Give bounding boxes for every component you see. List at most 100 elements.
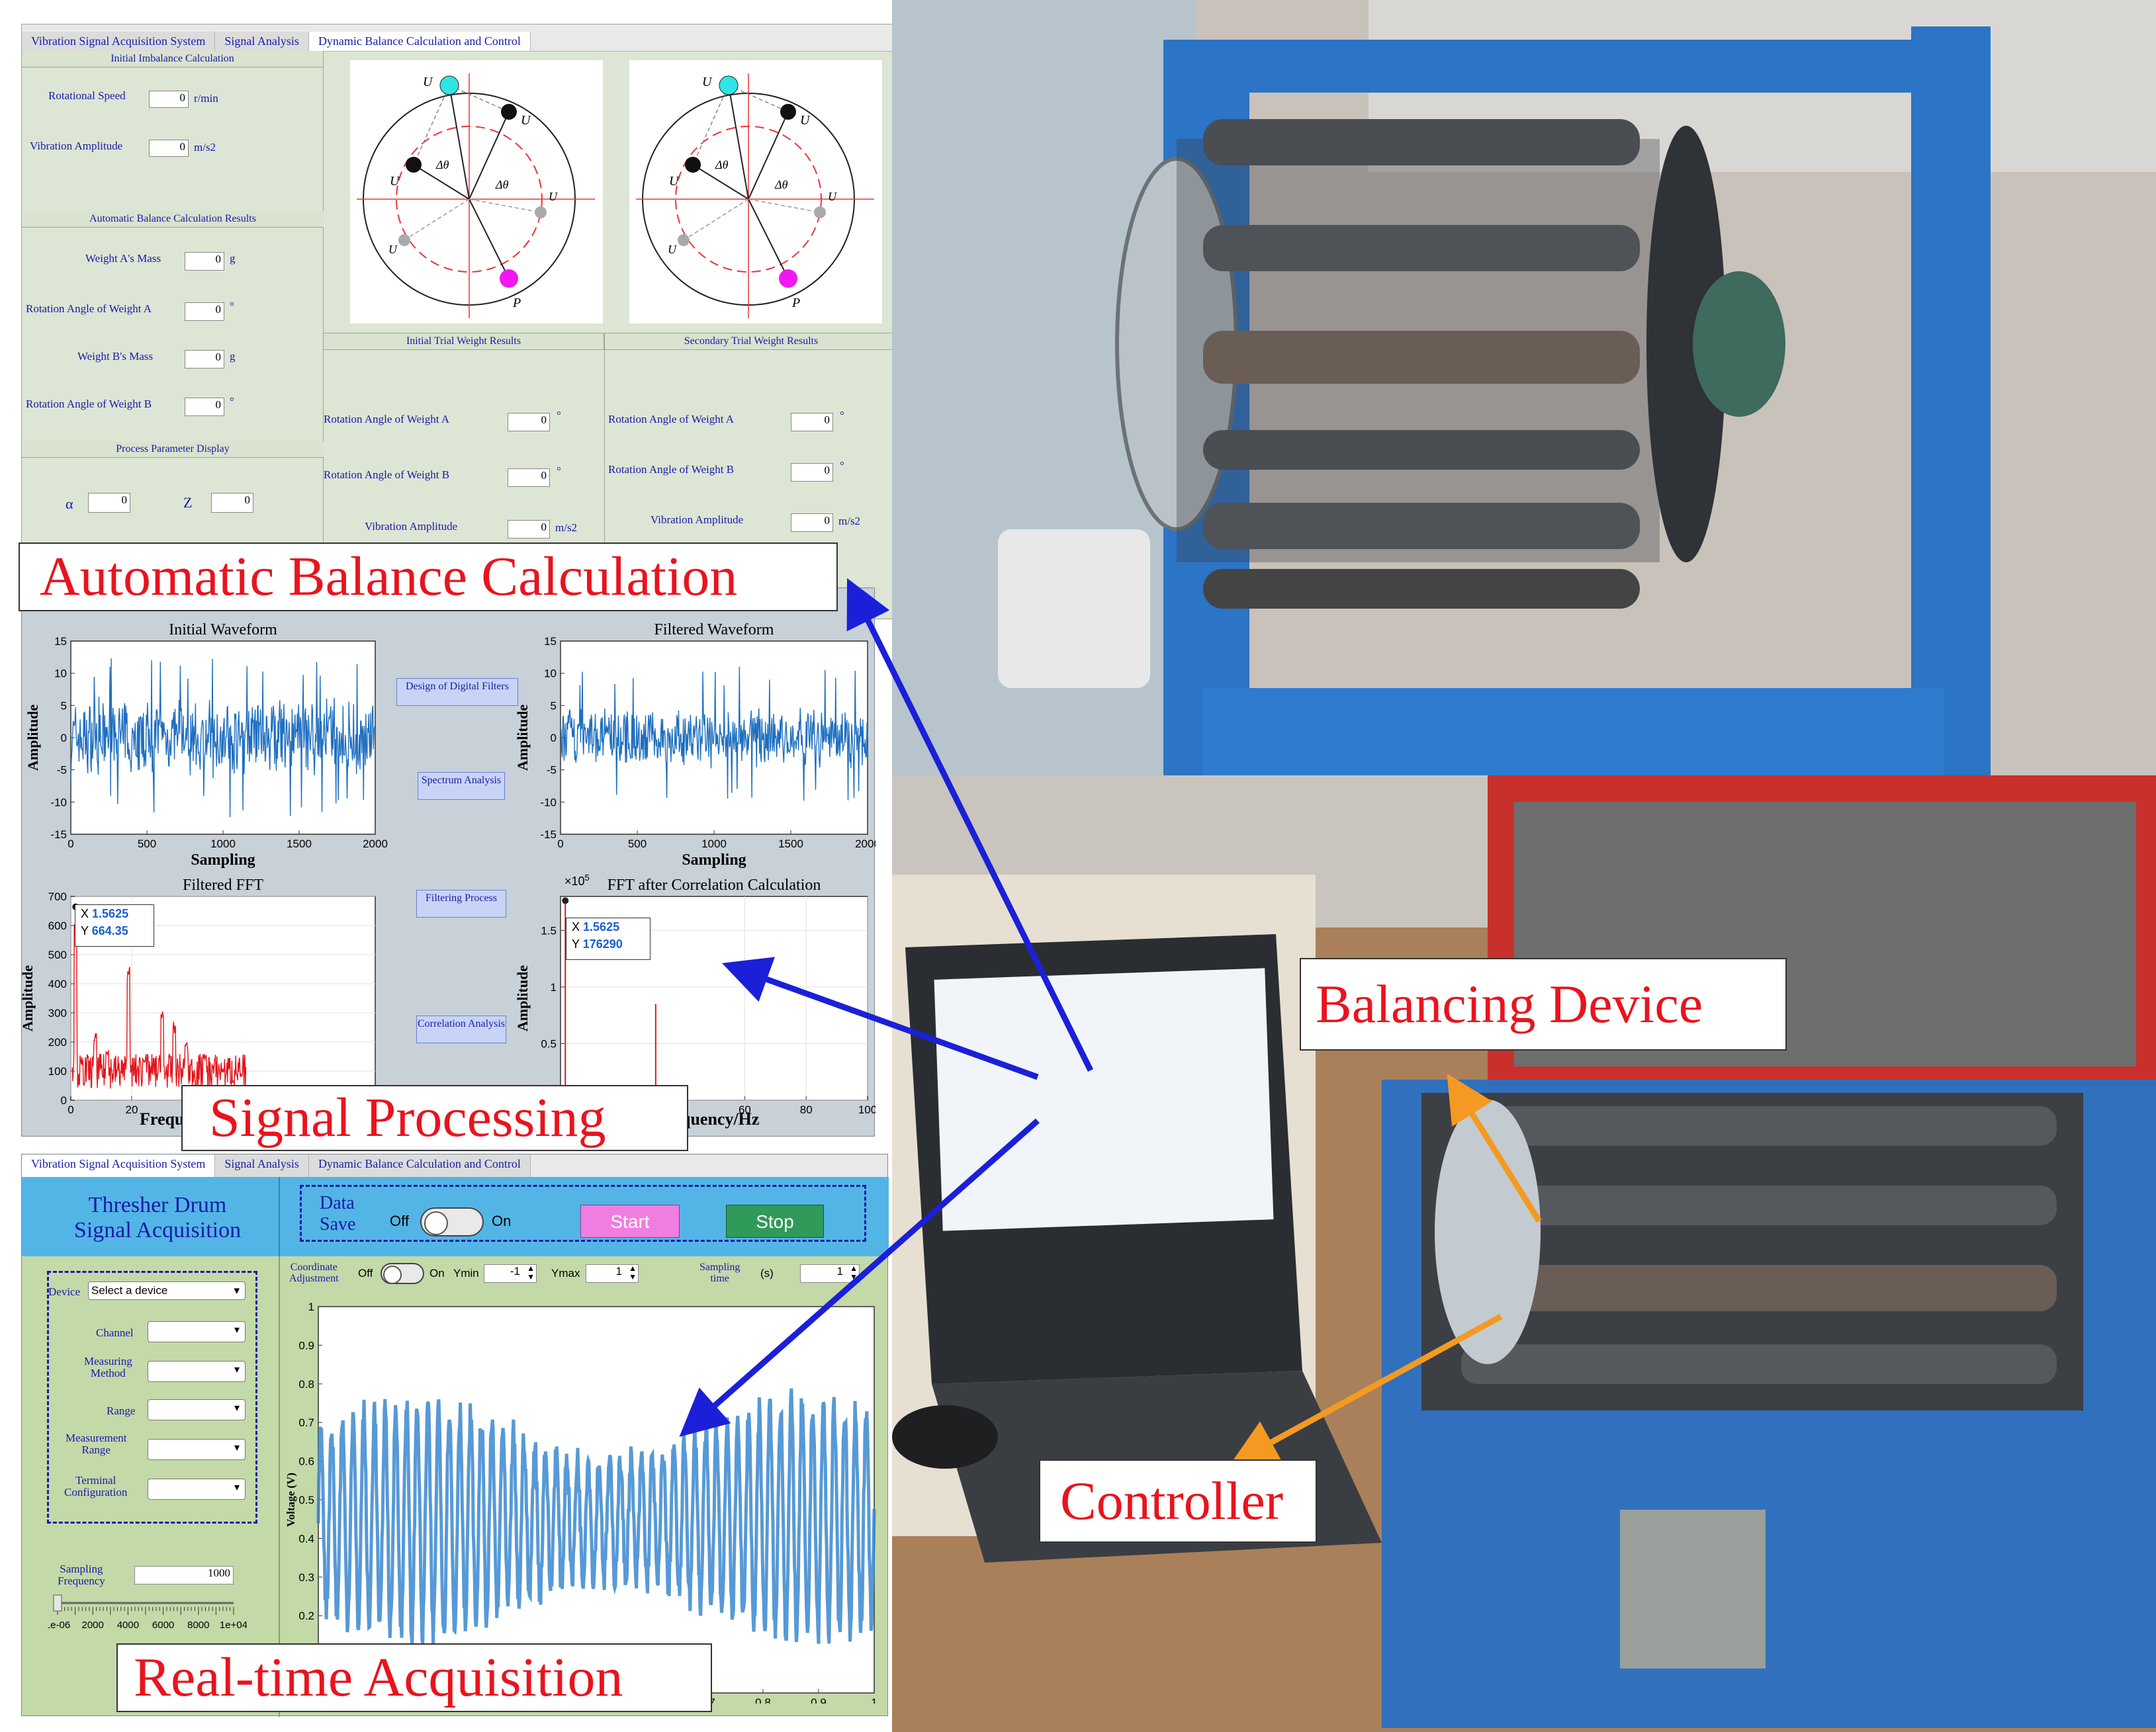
fft-datatip-y: 664.35 (91, 924, 128, 937)
tab-acquisition[interactable]: Vibration Signal Acquisition System (22, 32, 216, 51)
chart-line (70, 658, 376, 818)
initial-imbalance-title: Initial Imbalance Calculation (22, 51, 323, 67)
start-button[interactable]: Start (580, 1205, 680, 1238)
correlation-analysis-label: Correlation Analysis (418, 1018, 505, 1029)
sampling-frequency-field[interactable]: 1000 (134, 1566, 234, 1584)
acq-header: Thresher Drum Signal Acquisition Data Sa… (22, 1177, 889, 1256)
diagram1-label-ua: U (390, 174, 400, 189)
fft-datatip-x: 1.5625 (92, 907, 129, 920)
chart-title: Filtered FFT (183, 877, 263, 894)
chart-ytick-label: 100 (48, 1065, 67, 1078)
filtering-process-button[interactable]: Filtering Process (416, 890, 506, 918)
data-save-line1: Data (320, 1193, 355, 1213)
fft-xlabel-partial: Frequ (140, 1109, 185, 1129)
rotor-photo-illustration (892, 0, 2156, 775)
acquisition-window: Vibration Signal Acquisition System Sign… (21, 1154, 889, 1717)
fft-datatip-y-label: Y (81, 924, 89, 937)
spectrum-analysis-button[interactable]: Spectrum Analysis (418, 772, 505, 800)
acq-tab-dynamic-balance[interactable]: Dynamic Balance Calculation and Control (308, 1154, 531, 1177)
chevron-down-icon: ▾ (234, 1284, 240, 1297)
chart-ylabel: Amplitude (514, 705, 531, 771)
z-field[interactable]: 0 (211, 493, 253, 513)
callout-controller-text: Controller (1060, 1471, 1284, 1531)
acq-tab-acquisition[interactable]: Vibration Signal Acquisition System (22, 1154, 216, 1177)
trial2-angle-a-label: Rotation Angle of Weight A (608, 413, 735, 425)
measuring-method-line2: Method (90, 1367, 126, 1379)
diagram1-label-ua0: U (549, 190, 557, 203)
trial1-angle-b-field[interactable]: 0 (508, 468, 550, 487)
tab-signal-analysis[interactable]: Signal Analysis (215, 32, 309, 51)
vibration-amplitude-field[interactable]: 0 (149, 140, 189, 157)
range-select[interactable]: ▾ (148, 1399, 246, 1420)
chart-ytick-label: 0.3 (298, 1571, 314, 1584)
spinner-icon[interactable]: ▲▼ (850, 1264, 858, 1281)
terminal-config-label: Terminal Configuration (64, 1475, 127, 1498)
chart-title: Filtered Waveform (654, 621, 774, 638)
weight-a-mass-field[interactable]: 0 (185, 252, 224, 271)
chart-ytick-label: 0 (61, 1094, 67, 1107)
acq-tab-signal-analysis[interactable]: Signal Analysis (215, 1154, 309, 1177)
correlation-analysis-button[interactable]: Correlation Analysis (416, 1016, 506, 1043)
chart-ytick-label: 200 (48, 1036, 67, 1049)
chart-xtick-label: 0 (67, 1104, 73, 1116)
ymax-field[interactable]: 1 ▲▼ (586, 1264, 639, 1283)
lab-photo-illustration (892, 775, 2156, 1732)
chart-ytick-label: 400 (48, 978, 67, 990)
diagram2-label-dtheta-b: Δθ (715, 158, 729, 171)
spinner-icon[interactable]: ▲▼ (629, 1264, 637, 1281)
alpha-field[interactable]: 0 (88, 493, 130, 513)
measurement-range-select[interactable]: ▾ (148, 1439, 246, 1460)
chart-line (560, 666, 868, 801)
chart-xtick-label: 1500 (287, 838, 312, 850)
chart-ytick-label: -15 (540, 828, 557, 841)
data-save-toggle[interactable] (420, 1207, 484, 1236)
sampling-time-field[interactable]: 1 ▲▼ (800, 1264, 860, 1283)
chart-xtick-label: 0.9 (811, 1696, 827, 1704)
callout-auto-balance-text: Automatic Balance Calculation (40, 546, 738, 607)
stop-button[interactable]: Stop (726, 1205, 824, 1238)
trial2-vib-field[interactable]: 0 (791, 513, 833, 532)
spinner-icon[interactable]: ▲▼ (527, 1264, 535, 1281)
trial2-vib-unit: m/s2 (838, 515, 861, 527)
chart-ytick-label: 1.5 (541, 924, 557, 937)
measuring-method-select[interactable]: ▾ (148, 1361, 246, 1382)
trial1-vib-field[interactable]: 0 (508, 520, 550, 539)
chart-title: FFT after Correlation Calculation (607, 877, 821, 894)
stop-label: Stop (756, 1211, 794, 1232)
chevron-down-icon: ▾ (234, 1364, 240, 1375)
trial1-angle-a-field[interactable]: 0 (508, 413, 550, 431)
terminal-config-line2: Configuration (64, 1486, 128, 1498)
coord-toggle[interactable] (381, 1263, 424, 1284)
chart-ytick-label: 0 (61, 732, 67, 744)
acq-title-line1: Thresher Drum (88, 1193, 227, 1217)
channel-select[interactable]: ▾ (148, 1321, 246, 1342)
chart-line (71, 913, 247, 1089)
trial2-angle-a-field[interactable]: 0 (791, 413, 833, 431)
trial-divider (604, 333, 605, 621)
ymax-value: 1 (615, 1265, 622, 1277)
trial2-angle-b-field[interactable]: 0 (791, 463, 833, 482)
rotational-speed-field[interactable]: 0 (149, 91, 189, 108)
callout-controller: Controller (1039, 1459, 1317, 1543)
chart-ytick-label: 300 (48, 1007, 67, 1019)
ymin-field[interactable]: -1 ▲▼ (484, 1264, 537, 1283)
chart-ytick-label: 0.5 (298, 1494, 314, 1506)
vector-diagram-1: U U U P Δθ Δθ U U (350, 60, 603, 324)
angle-b-field[interactable]: 0 (185, 398, 224, 416)
acq-title: Thresher Drum Signal Acquisition (28, 1193, 287, 1243)
chart-ytick-label: 15 (54, 635, 67, 648)
design-filters-button[interactable]: Design of Digital Filters (396, 678, 518, 706)
ymin-value: -1 (510, 1265, 520, 1277)
chevron-down-icon: ▾ (234, 1403, 240, 1414)
angle-a-field[interactable]: 0 (185, 302, 224, 321)
chart-ytick-label: 5 (61, 699, 67, 712)
device-select[interactable]: Select a device ▾ (88, 1281, 246, 1300)
measuring-method-line1: Measuring (84, 1355, 132, 1367)
chart-ytick-label: -5 (547, 764, 557, 777)
weight-b-mass-field[interactable]: 0 (185, 350, 224, 368)
tab-dynamic-balance[interactable]: Dynamic Balance Calculation and Control (308, 32, 531, 51)
terminal-config-select[interactable]: ▾ (148, 1479, 246, 1500)
callout-realtime-text: Real-time Acquisition (134, 1647, 623, 1708)
